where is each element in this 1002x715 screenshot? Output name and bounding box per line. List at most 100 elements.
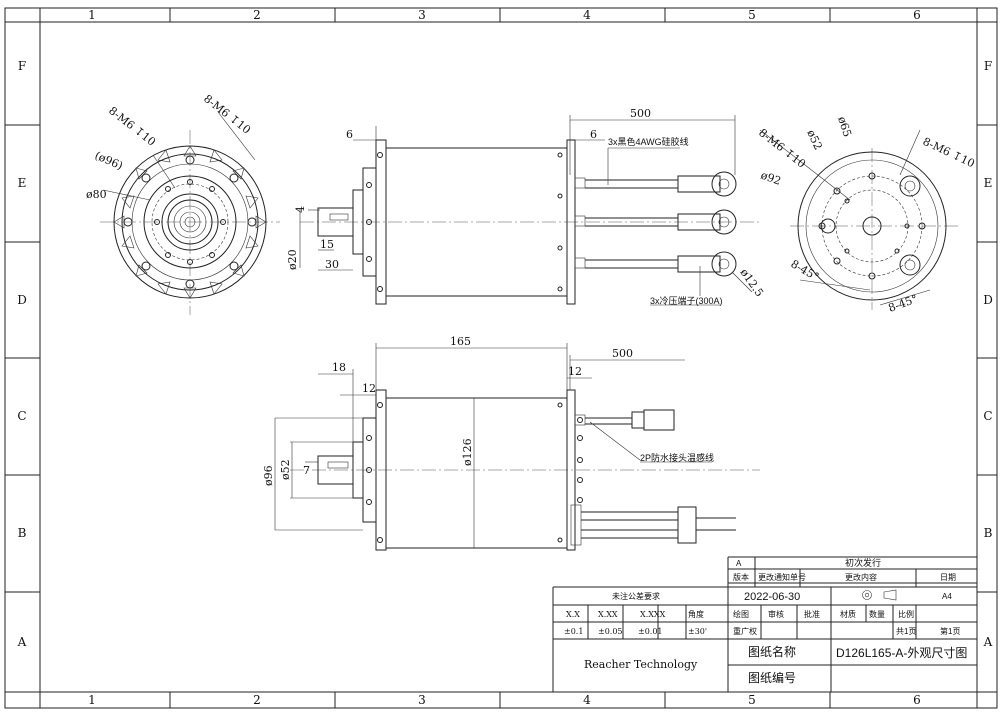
terminal-note: 3x冷压端子(300A) [650, 295, 723, 306]
col-label: 5 [748, 693, 756, 707]
front-view-left: 8-M6 ↧10 8-M6 ↧10 (ø96) ø80 [86, 92, 280, 315]
dim-30: 30 [325, 258, 339, 271]
dim-dia-80: ø80 [86, 188, 107, 201]
row-label: D [983, 293, 993, 307]
row-label: C [17, 409, 26, 423]
dim-12-left: 12 [362, 382, 376, 395]
dim-4: 4 [294, 206, 307, 213]
dim-dia-96: ø96 [262, 465, 275, 486]
power-cables [574, 171, 737, 277]
row-label: E [984, 176, 993, 190]
col-label: 1 [88, 8, 96, 22]
row-label: F [984, 59, 992, 73]
col-label: 1 [88, 693, 96, 707]
tol-header: 角度 [688, 609, 704, 619]
bolt-holes [123, 155, 257, 289]
dim-6-right: 6 [590, 128, 597, 141]
row-label: A [17, 635, 27, 649]
side-view-bottom: 165 18 12 500 12 ø126 ø96 ø52 7 2P防水接头温感… [262, 335, 760, 551]
col-label: 3 [418, 8, 426, 22]
row-label: F [18, 59, 26, 73]
dim-18: 18 [332, 361, 346, 374]
col-label: 4 [583, 8, 591, 22]
drawing-name-label: 图纸名称 [748, 644, 796, 659]
dim-dia-96: (ø96) [93, 149, 125, 173]
column-labels: 1 2 3 4 5 6 1 2 3 4 5 6 [88, 8, 921, 707]
side-view-top: 6 500 6 4 ø20 15 30 3x黑色4AWG硅胶线 3x冷压端子(3… [286, 107, 766, 306]
row-label: D [17, 293, 27, 307]
dim-15: 15 [320, 238, 334, 251]
col-label: 6 [913, 8, 921, 22]
row-label: B [18, 526, 27, 540]
callout-thread-a: 8-M6 ↧10 [106, 104, 158, 149]
sig-header: 数量 [869, 609, 885, 619]
dim-7: 7 [303, 464, 310, 477]
angle-b: 8-45° [887, 292, 920, 315]
col-label: 5 [748, 8, 756, 22]
front-view-right: 8-M6 ↧10 8-M6 ↧10 ø52 ø65 ø92 8-45° 8-45… [756, 115, 977, 315]
projection-symbol [862, 589, 897, 601]
factory-name: 重广权 [733, 626, 757, 636]
row-labels: F E D C B A F E D C B A [17, 59, 993, 649]
rev-desc: 初次发行 [845, 557, 881, 568]
tolerance-title: 未注公差要求 [612, 591, 660, 601]
drawing-number-label: 图纸编号 [748, 670, 796, 685]
dim-dia-12-5: ø12.5 [738, 266, 767, 299]
wire-note: 3x黑色4AWG硅胶线 [608, 136, 689, 147]
drawing-name-value: D126L165-A-外观尺寸图 [836, 646, 967, 660]
page-total: 共1页 [896, 627, 916, 636]
row-label: E [18, 176, 27, 190]
dim-dia-65: ø65 [835, 115, 854, 139]
tol-value: ±0.1 [564, 627, 583, 636]
header-date: 日期 [940, 573, 956, 582]
tol-value: ±0.01 [638, 627, 663, 636]
tol-value: ±30' [688, 627, 707, 636]
dim-6-left: 6 [346, 128, 353, 141]
col-label: 3 [418, 693, 426, 707]
dim-12-right: 12 [568, 365, 582, 378]
dim-500-top: 500 [630, 107, 651, 120]
row-label: C [983, 409, 992, 423]
sig-header: 审核 [768, 609, 784, 619]
col-label: 2 [253, 693, 261, 707]
dim-dia-92: ø92 [759, 169, 783, 188]
sensor-cable [585, 409, 675, 431]
sig-header: 材质 [840, 609, 856, 619]
dim-dia-20: ø20 [286, 249, 299, 270]
dim-165: 165 [450, 335, 471, 348]
row-label: A [983, 635, 993, 649]
company-name: Reacher Technology [584, 658, 698, 671]
rev-letter: A [736, 559, 742, 568]
paper-size: A4 [942, 592, 952, 601]
sig-header: 绘图 [733, 609, 749, 619]
fin-slots [113, 145, 267, 299]
callout-thread-right-b: 8-M6 ↧10 [921, 135, 977, 170]
page-number: 第1页 [940, 626, 960, 636]
dim-dia-52-right: ø52 [804, 128, 824, 152]
callout-thread-right-a: 8-M6 ↧10 [756, 126, 808, 171]
header-notice: 更改通知单号 [758, 572, 806, 582]
sensor-note: 2P防水接头温感线 [640, 452, 714, 463]
header-content: 更改内容 [845, 572, 877, 582]
tol-header: X.X [566, 610, 580, 619]
col-label: 6 [913, 693, 921, 707]
drawing-date: 2022-06-30 [744, 591, 800, 603]
col-label: 4 [583, 693, 591, 707]
header-version: 版本 [733, 572, 749, 582]
motor-body-bottom [385, 397, 568, 549]
row-label: B [984, 526, 993, 540]
power-cables-bottom [570, 504, 736, 546]
tol-value: ±0.05 [598, 627, 623, 636]
callout-thread-b: 8-M6 ↧10 [201, 92, 253, 137]
title-block: A 初次发行 版本 更改通知单号 更改内容 日期 A4 未注公差要求 X.X X… [552, 556, 977, 692]
sig-header: 批准 [804, 609, 820, 619]
dim-dia-52: ø52 [279, 459, 292, 480]
sig-header: 比例 [898, 609, 914, 619]
dim-500-bottom: 500 [612, 347, 633, 360]
tol-header: X.XXX [640, 610, 666, 619]
sheet-border [4, 7, 998, 709]
dim-dia-126: ø126 [461, 438, 474, 466]
tol-header: X.XX [598, 610, 618, 619]
col-label: 2 [253, 8, 261, 22]
